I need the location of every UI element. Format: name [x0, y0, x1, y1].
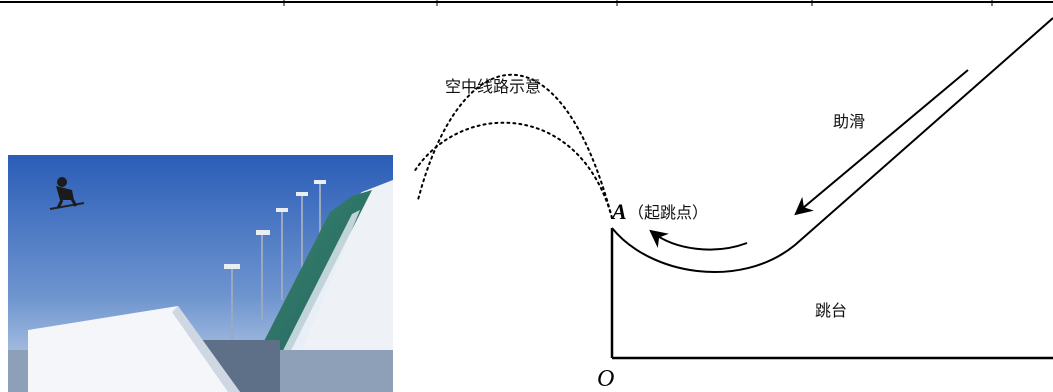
air-path-high — [417, 73, 613, 219]
ski-jump-photo — [8, 155, 393, 392]
air-path-low — [413, 121, 613, 219]
takeoff-point-note: （起跳点） — [628, 203, 708, 222]
takeoff-arrow — [649, 229, 748, 251]
air-path-label: 空中线路示意 — [445, 77, 541, 96]
platform-outline — [610, 228, 1053, 360]
table-border-top — [0, 0, 1053, 6]
approach-track — [611, 17, 1053, 273]
track-inner — [794, 69, 969, 216]
origin-label: O — [597, 366, 614, 392]
approach-label: 助滑 — [833, 112, 865, 131]
skier-icon — [49, 177, 85, 210]
takeoff-point-letter: A — [610, 199, 627, 224]
platform-label: 跳台 — [815, 301, 847, 320]
air-path-curves — [413, 73, 613, 219]
track-outer — [611, 17, 1053, 273]
